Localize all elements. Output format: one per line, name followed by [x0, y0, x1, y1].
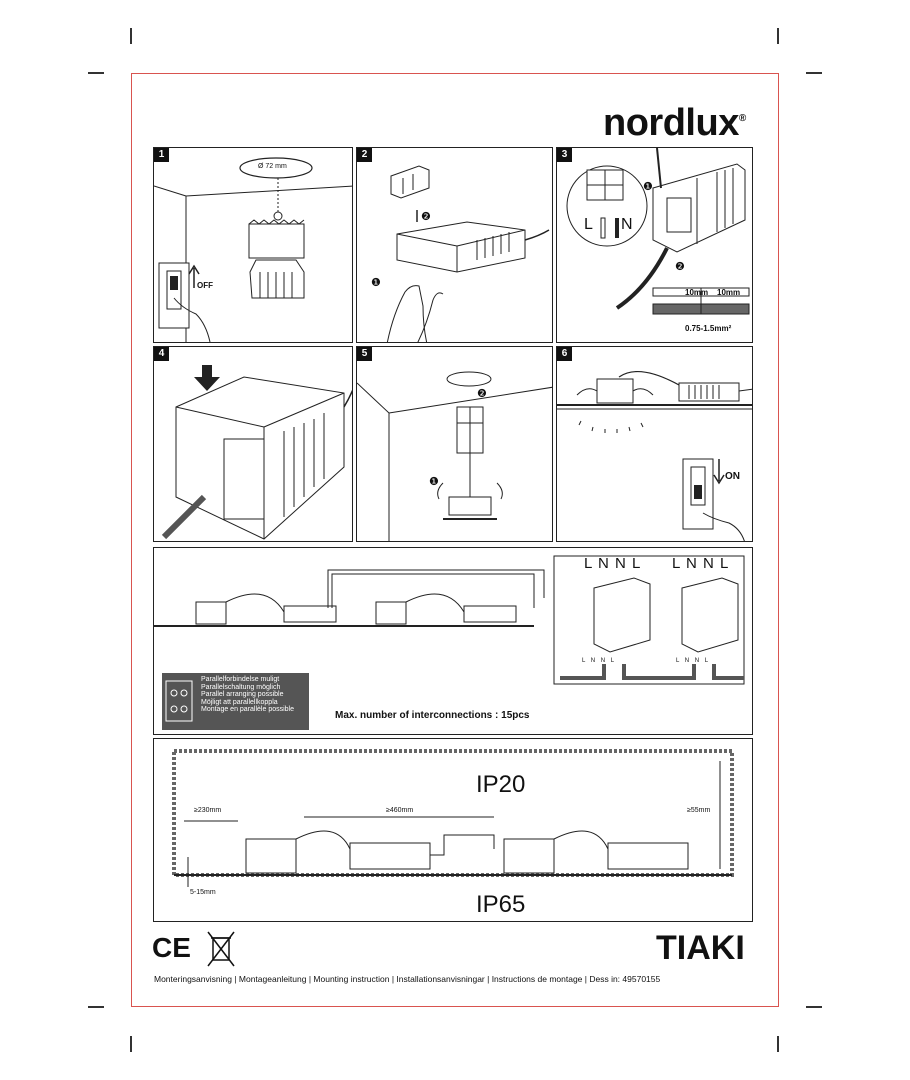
crop-mark: [806, 72, 822, 74]
switch-off-label: OFF: [197, 281, 213, 290]
step-5-illustration: [357, 371, 552, 541]
step-2-panel: 2 ❶ ❷: [356, 147, 553, 343]
crop-mark: [88, 72, 104, 74]
ce-mark: CE: [152, 932, 191, 963]
crop-mark: [777, 1036, 779, 1052]
distance-between-label: ≥460mm: [386, 807, 414, 814]
wire-size-label: 0.75-1.5mm²: [685, 324, 732, 333]
parallel-notice: Parallelforbindelse muligt Parallelschal…: [162, 673, 309, 730]
step-1-illustration: [154, 157, 352, 342]
installation-illustration: [172, 749, 734, 887]
step-number: 5: [357, 347, 372, 361]
hole-diameter-label: Ø 72 mm: [258, 163, 287, 170]
marker-2: ❷: [477, 388, 487, 400]
step-4-illustration: [161, 365, 352, 540]
instruction-languages: Monteringsanvisning | Montageanleitung |…: [154, 974, 661, 984]
parallel-connection-icon: [165, 680, 193, 722]
bottom-labels-a: L N N L: [582, 658, 617, 664]
step-number: 2: [357, 148, 372, 162]
step-2-illustration: [386, 165, 550, 342]
ip-bottom-label: IP65: [476, 891, 526, 918]
crop-mark: [130, 28, 132, 44]
bottom-labels-b: L N N L: [676, 658, 711, 664]
ip-top-label: IP20: [476, 771, 526, 798]
parallel-line: Parallel arranging possible: [201, 691, 284, 699]
marker-1: ❶: [643, 181, 653, 193]
step-number: 1: [154, 148, 169, 162]
crop-mark: [130, 1036, 132, 1052]
step-4-panel: 4: [153, 346, 353, 542]
terminal-labels-a: L N N L: [584, 555, 642, 572]
weee-bin-icon: [207, 931, 235, 967]
marker-1: ❶: [429, 476, 439, 488]
parallel-line: Montage en parallèle possible: [201, 706, 295, 714]
strip-length-2: 10mm: [717, 288, 741, 297]
crop-mark: [806, 1006, 822, 1008]
parallel-line: Parallelschaltung möglich: [201, 683, 281, 691]
crop-mark: [777, 28, 779, 44]
terminal-l-label: L: [584, 216, 593, 233]
step-number: 3: [557, 148, 572, 162]
strip-length-1: 10mm: [685, 288, 709, 297]
instruction-sheet: [131, 73, 779, 1007]
terminal-n-label: N: [621, 216, 633, 233]
marker-2: ❷: [421, 211, 431, 223]
parallel-line: Parallelforbindelse muligt: [201, 676, 280, 683]
brand-logo: nordlux®: [603, 102, 746, 144]
terminal-labels-b: L N N L: [672, 555, 730, 572]
step-number: 6: [557, 347, 572, 361]
ceiling-thickness-label: 5-15mm: [190, 889, 216, 896]
switch-on-label: ON: [725, 471, 740, 482]
step-3-illustration: [566, 148, 750, 315]
marker-1: ❶: [371, 277, 381, 289]
interconnection-panel: L N N L L N N L L N N L L N N L Max. num…: [153, 547, 753, 735]
distance-height-label: ≥55mm: [687, 807, 711, 814]
step-number: 4: [154, 347, 169, 361]
marker-2: ❷: [675, 261, 685, 273]
step-6-panel: 6 ON: [556, 346, 753, 542]
step-6-illustration: [557, 371, 752, 541]
step-3-panel: 3 ❶ ❷ L N 10mm 10mm 0.75-1.5mm²: [556, 147, 753, 343]
step-1-panel: 1 Ø 72 mm OFF: [153, 147, 353, 343]
max-interconnections: Max. number of interconnections : 15pcs: [335, 710, 530, 721]
crop-mark: [88, 1006, 104, 1008]
installation-panel: IP20 IP65 ≥230mm ≥460mm ≥55mm 5-15mm: [153, 738, 753, 922]
parallel-line: Möjligt att parallellkoppla: [201, 698, 278, 706]
step-5-panel: 5 ❶ ❷: [356, 346, 553, 542]
product-name: TIAKI: [656, 929, 745, 967]
interconnection-illustration: [154, 555, 745, 685]
distance-side-label: ≥230mm: [194, 807, 222, 814]
